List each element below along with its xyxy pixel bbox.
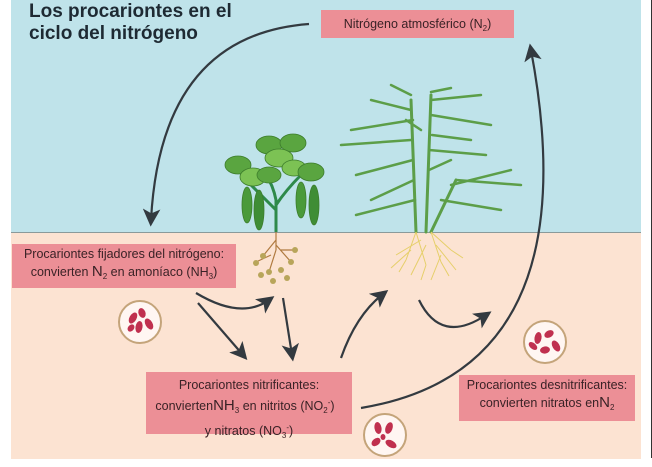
label-text: convierten [155, 399, 214, 414]
arrow-nitrifiers-to-grass [339, 289, 389, 359]
subscript: 3 [234, 406, 240, 416]
title-line-1: Los procariontes en el [29, 1, 232, 22]
nitrogen-cycle-diagram: Los procariontes en el ciclo del nitróge… [11, 0, 652, 459]
label-text: en amoníaco (NH [107, 265, 209, 279]
label-text: ) [289, 424, 294, 439]
label-text: ) [330, 399, 335, 414]
label-text: convierten nitratos en [479, 396, 600, 410]
label-line-1: Procariontes fijadores del nitrógeno: [23, 247, 225, 261]
arrow-icon [142, 22, 545, 410]
atmosphere-region [11, 0, 641, 232]
arrow-grass-to-denitrifiers [418, 299, 492, 329]
label-text: convierten [30, 265, 92, 279]
diagram-graphics [118, 22, 567, 457]
subscript: 2 [323, 406, 328, 416]
atmospheric-nitrogen-label: Nitrógeno atmosférico (N2) [321, 10, 514, 38]
label-line-1: Procariontes desnitrificantes: [466, 378, 628, 392]
arrow-atmosphere-to-fixers [142, 22, 310, 227]
subscript: 2 [609, 403, 615, 412]
nitrifiers-label: Procariontes nitrificantes: conviertenNH… [146, 372, 352, 440]
arrow-fixers-to-nitrifiers [197, 302, 248, 360]
subscript: 2 [102, 272, 108, 281]
subscript: 2 [482, 24, 488, 33]
subscript: 3 [281, 431, 287, 441]
label-text: NH [213, 397, 235, 415]
legume-plant-icon [224, 133, 325, 284]
label-text: ) [487, 17, 492, 31]
label-text: N [91, 263, 103, 280]
nitrogen-fixers-label: Procariontes fijadores del nitrógeno: co… [12, 244, 236, 288]
title-line-2: ciclo del nitrógeno [29, 23, 198, 44]
label-line-2: conviertenNH3 en nitritos (NO2-) [142, 394, 348, 419]
label-line-1: Procariontes nitrificantes: [178, 378, 320, 392]
label-text: N [599, 394, 610, 411]
arrow-fixers-to-legume [195, 292, 275, 314]
label-text: en nitritos (NO [239, 399, 324, 414]
superscript: - [327, 398, 331, 407]
arrow-denitrifiers-to-atmosphere [360, 43, 545, 410]
label-line-3: y nitratos (NO3-) [150, 419, 348, 444]
bacteria-icon [363, 413, 407, 457]
diagram-title: Los procariontes en el ciclo del nitróge… [29, 1, 232, 45]
label-text: ) [213, 265, 218, 279]
bacteria-icon [523, 320, 567, 364]
label-text: Nitrógeno atmosférico (N [343, 17, 483, 31]
subscript: 3 [208, 272, 214, 281]
label-text: y nitratos (NO [204, 424, 282, 439]
arrow-legume-to-nitrifiers [281, 297, 299, 362]
denitrifiers-label: Procariontes desnitrificantes: convierte… [459, 375, 635, 421]
superscript: - [286, 423, 290, 433]
label-line-2: convierten N2 en amoníaco (NH3) [16, 263, 232, 285]
label-line-2: convierten nitratos enN2 [463, 394, 631, 416]
grass-plant-icon [339, 83, 523, 281]
bacteria-icon [118, 300, 162, 344]
